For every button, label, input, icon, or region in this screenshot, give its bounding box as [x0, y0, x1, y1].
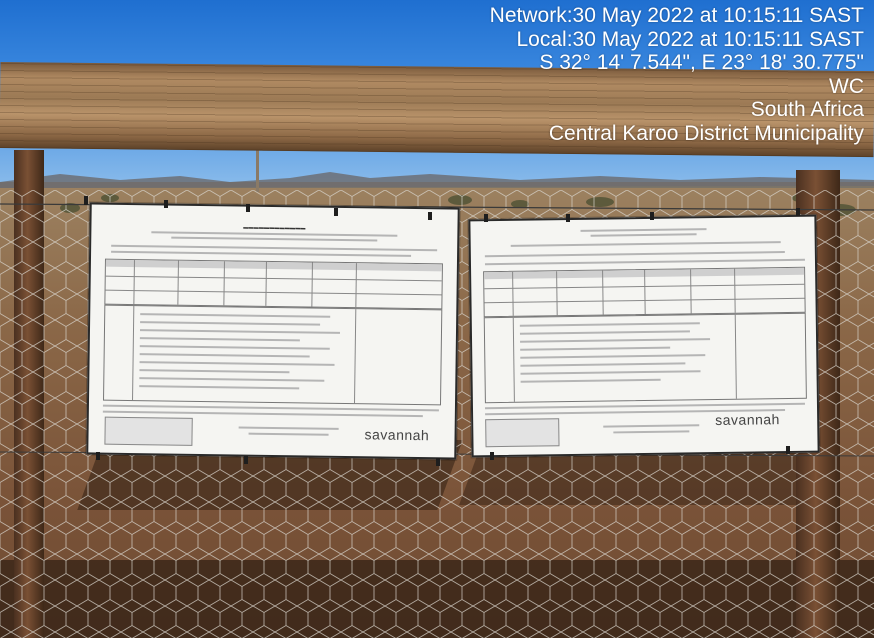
gps-coordinates: S 32° 14' 7.544", E 23° 18' 30.775"	[539, 51, 864, 74]
province-label: WC	[829, 74, 864, 98]
geotag-overlay: Network:30 May 2022 at 10:15:11 SAST Loc…	[490, 4, 864, 145]
local-timestamp: Local:30 May 2022 at 10:15:11 SAST	[516, 27, 864, 51]
network-timestamp: Network:30 May 2022 at 10:15:11 SAST	[489, 4, 864, 27]
country-label: South Africa	[750, 98, 864, 121]
far-pole	[256, 130, 259, 192]
municipality-label: Central Karoo District Municipality	[548, 121, 864, 145]
